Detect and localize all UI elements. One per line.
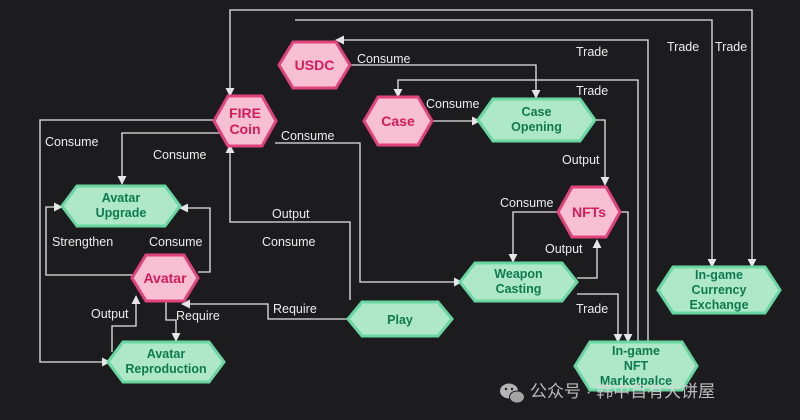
- node-marketplace-label-1: In-game: [612, 344, 660, 358]
- node-usdc[interactable]: USDC: [277, 40, 352, 90]
- node-avatar-upgrade-label-1: Avatar: [102, 191, 141, 205]
- edge-avatar-strengthen: [45, 202, 140, 276]
- node-weapon-casting-label-2: Casting: [496, 282, 542, 296]
- label-usdc-consume: Consume: [357, 52, 411, 66]
- label-reproduction-output: Output: [91, 307, 129, 321]
- edge-play-require: [181, 299, 350, 320]
- edge-fire-consume-left: [39, 119, 217, 367]
- edge-play-output: [225, 144, 351, 300]
- node-exchange-label-1: In-game: [695, 268, 743, 282]
- edge-nfts-marketplace: [618, 211, 633, 343]
- node-play[interactable]: Play: [346, 300, 454, 338]
- edge-weapon-trade: [577, 293, 623, 343]
- node-avatar-reproduction[interactable]: Avatar Reproduction: [106, 340, 226, 384]
- edge-reproduction-output: [111, 295, 141, 352]
- node-play-label: Play: [387, 313, 413, 327]
- node-case-opening[interactable]: Case Opening: [476, 97, 597, 143]
- edge-usdc-consume: [348, 64, 541, 99]
- node-case-opening-label-1: Case: [522, 105, 552, 119]
- label-require-reproduction: Require: [176, 309, 220, 323]
- label-strengthen: Strengthen: [52, 235, 113, 249]
- watermark: 公众号 · 韩中自有大饼屋: [500, 382, 715, 404]
- wechat-icon: [500, 383, 525, 404]
- node-case-label: Case: [381, 113, 415, 129]
- node-usdc-label: USDC: [295, 57, 335, 73]
- edges: [39, 9, 757, 367]
- node-in-game-nft-marketplace[interactable]: In-game NFT Marketpalce: [573, 340, 699, 392]
- node-case-opening-label-2: Opening: [511, 120, 562, 134]
- node-avatar-reproduction-label-1: Avatar: [147, 347, 186, 361]
- edge-fire-consume-upgrade: [117, 132, 222, 185]
- edge-fire-top-frame: [225, 9, 757, 268]
- edge-fire-consume-weapon: [275, 142, 463, 287]
- node-exchange-label-3: Exchange: [689, 298, 748, 312]
- label-fire-consume-upgrade: Consume: [153, 148, 207, 162]
- edge-avatar-require: [165, 300, 181, 342]
- node-exchange-label-2: Currency: [692, 283, 747, 297]
- label-weapon-trade: Trade: [576, 302, 608, 316]
- node-nfts[interactable]: NFTs: [556, 185, 622, 239]
- edge-nfts-consume: [508, 211, 558, 263]
- edge-trade-usdc: [335, 35, 649, 342]
- label-weapon-output: Output: [545, 242, 583, 256]
- label-trade-case: Trade: [576, 84, 608, 98]
- label-trade-usdc: Trade: [576, 45, 608, 59]
- label-case-opening-output: Output: [562, 153, 600, 167]
- edge-trade-case: [393, 79, 639, 342]
- edge-weapon-output: [577, 239, 602, 279]
- label-play-consume: Consume: [262, 235, 316, 249]
- node-in-game-currency-exchange[interactable]: In-game Currency Exchange: [656, 265, 782, 315]
- label-nfts-consume: Consume: [500, 196, 554, 210]
- label-fire-consume-weapon: Consume: [281, 129, 335, 143]
- label-fire-consume-left: Consume: [45, 135, 99, 149]
- label-trade-exchange-1: Trade: [667, 40, 699, 54]
- label-play-output: Output: [272, 207, 310, 221]
- node-avatar-label: Avatar: [143, 270, 187, 286]
- label-avatar-consume: Consume: [149, 235, 203, 249]
- node-fire-coin[interactable]: FIRE Coin: [212, 94, 278, 148]
- node-avatar[interactable]: Avatar: [130, 253, 200, 303]
- node-avatar-upgrade[interactable]: Avatar Upgrade: [60, 184, 182, 228]
- label-trade-exchange-2: Trade: [715, 40, 747, 54]
- edge-case-opening-output: [595, 119, 610, 186]
- node-avatar-reproduction-label-2: Reproduction: [125, 362, 206, 376]
- watermark-text: 公众号 · 韩中自有大饼屋: [530, 382, 715, 401]
- edge-avatar-consume: [179, 203, 211, 273]
- edge-labels: Consume Trade Trade Trade Trade Consume …: [45, 40, 747, 323]
- node-fire-coin-label-2: Coin: [229, 121, 260, 137]
- node-marketplace-label-3: Marketpalce: [600, 374, 672, 388]
- node-case[interactable]: Case: [362, 95, 434, 147]
- edge-trade-exchange-2: [295, 19, 717, 268]
- label-require-play: Require: [273, 302, 317, 316]
- node-weapon-casting-label-1: Weapon: [494, 267, 542, 281]
- node-weapon-casting[interactable]: Weapon Casting: [458, 261, 579, 303]
- node-nfts-label: NFTs: [572, 204, 606, 220]
- node-avatar-upgrade-label-2: Upgrade: [96, 206, 147, 220]
- label-case-consume: Consume: [426, 97, 480, 111]
- node-marketplace-label-2: NFT: [624, 359, 649, 373]
- node-fire-coin-label-1: FIRE: [229, 105, 261, 121]
